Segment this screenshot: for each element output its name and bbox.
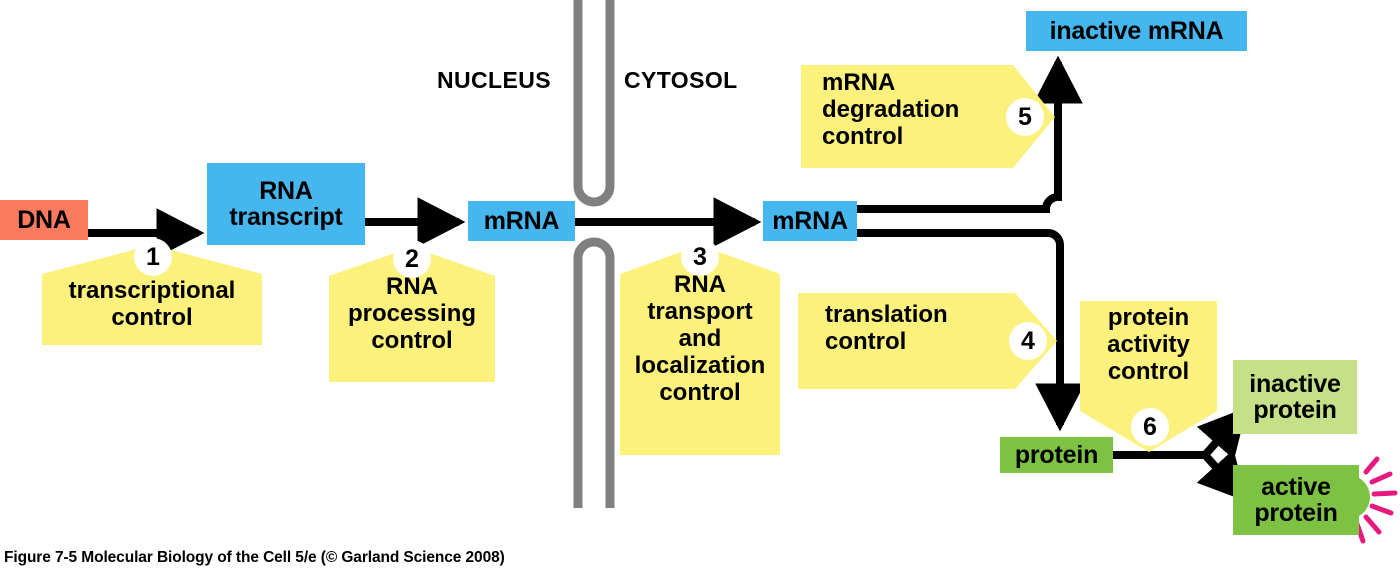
control-label-4: translation control [825,301,948,355]
control-shape-5 [801,65,1055,168]
inactive-mrna-label: inactive mRNA [1049,16,1224,45]
control-number-5-value: 5 [1018,102,1032,131]
nucleus-label: NUCLEUS [437,67,551,93]
control-shape-3 [620,245,780,455]
cytosol-label: CYTOSOL [624,67,738,93]
inactive-mrna-box: inactive mRNA [1026,11,1247,51]
control-number-4: 4 [1009,322,1047,360]
control-number-5: 5 [1006,98,1044,136]
control-number-6: 6 [1131,408,1169,446]
arrow-mrna-to-protein [857,229,1085,432]
dna-label: DNA [17,205,71,234]
control-label-2: RNA processing control [347,273,477,354]
mrna-nuclear-box: mRNA [468,201,575,241]
control-shape-2 [329,247,495,382]
rna-transcript-box: RNA transcript [207,163,365,245]
protein-box: protein [1000,437,1113,473]
control-number-2: 2 [393,240,431,278]
control-label-3: RNA transport and localization control [634,271,766,406]
control-label-5: mRNA degradation control [822,69,960,150]
mrna-nuclear-label: mRNA [483,206,560,235]
control-number-6-value: 6 [1143,412,1157,441]
mrna-cytosolic-label: mRNA [772,206,848,235]
control-label-1: transcriptional control [68,277,236,331]
control-shape-4 [798,293,1057,389]
control-number-3: 3 [681,238,719,276]
inactive-protein-box: inactive protein [1233,360,1357,434]
dna-box: DNA [0,200,88,240]
control-shape-6 [1080,301,1217,452]
inactive-protein-label: inactive protein [1249,369,1341,424]
rna-transcript-label: RNA transcript [229,176,343,231]
control-label-6: protein activity control [1107,304,1190,385]
control-number-1: 1 [134,238,172,276]
control-number-4-value: 4 [1021,326,1035,355]
mrna-cytosolic-box: mRNA [763,201,857,241]
control-number-1-value: 1 [146,242,160,271]
nuclear-pore-icon [573,0,615,508]
figure-caption: Figure 7-5 Molecular Biology of the Cell… [4,549,505,566]
control-number-2-value: 2 [405,244,419,273]
control-number-3-value: 3 [693,242,707,271]
active-protein-label: active protein [1254,472,1338,527]
active-protein-box: active protein [1233,465,1359,535]
arrow-mrna-to-inactive-mrna [857,55,1083,213]
protein-label: protein [1014,440,1099,469]
control-shape-1 [42,245,262,345]
